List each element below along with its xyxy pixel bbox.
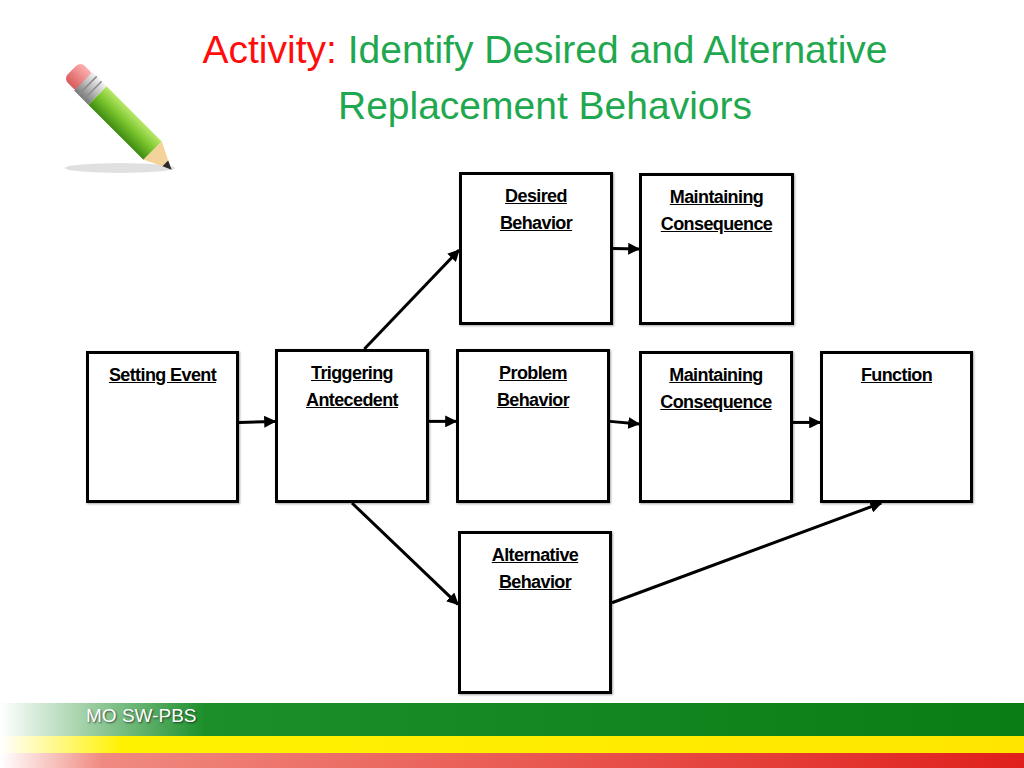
footer-red-band xyxy=(0,753,1024,768)
flow-arrow xyxy=(613,247,639,251)
flow-arrow xyxy=(364,250,459,349)
flow-arrow xyxy=(612,503,881,603)
box-heading: Maintaining Consequence xyxy=(652,362,780,416)
triggering-antecedent-box: Triggering Antecedent xyxy=(275,349,429,503)
problem-behavior-box: Problem Behavior xyxy=(456,349,610,503)
slide-title: Activity: Identify Desired and Alternati… xyxy=(160,22,930,134)
pencil-ferrule-ring xyxy=(78,76,96,94)
pencil-illustration xyxy=(50,50,190,180)
footer-yellow-band xyxy=(0,736,1024,753)
alternative-behavior-box: Alternative Behavior xyxy=(458,531,612,694)
flow-arrow xyxy=(352,503,458,604)
desired-behavior-box: Desired Behavior xyxy=(459,172,613,325)
box-heading: Triggering Antecedent xyxy=(288,360,416,414)
pencil xyxy=(63,61,181,179)
box-heading: Setting Event xyxy=(99,362,226,389)
box-heading: Maintaining Consequence xyxy=(652,184,781,238)
title-text: Identify Desired and Alternative Replace… xyxy=(338,28,888,127)
maintaining-consequence-box: Maintaining Consequence xyxy=(639,173,794,325)
box-heading: Alternative Behavior xyxy=(471,542,599,596)
pencil-lead xyxy=(163,161,175,173)
footer-green-band xyxy=(0,703,1024,736)
flow-arrow xyxy=(793,421,820,424)
flow-arrow xyxy=(610,421,639,424)
box-heading: Problem Behavior xyxy=(469,360,597,414)
flow-arrow xyxy=(429,420,456,423)
flow-arrow xyxy=(239,421,275,422)
setting-event-box: Setting Event xyxy=(86,351,239,503)
maintaining-consequence-box: Maintaining Consequence xyxy=(639,351,793,503)
box-heading: Desired Behavior xyxy=(472,183,600,237)
footer-label: MO SW-PBS xyxy=(86,705,197,727)
activity-label: Activity: xyxy=(202,28,336,71)
function-box: Function xyxy=(820,351,973,503)
pencil-wood-tip xyxy=(143,141,180,178)
pencil-body xyxy=(88,86,162,160)
box-heading: Function xyxy=(833,362,960,389)
